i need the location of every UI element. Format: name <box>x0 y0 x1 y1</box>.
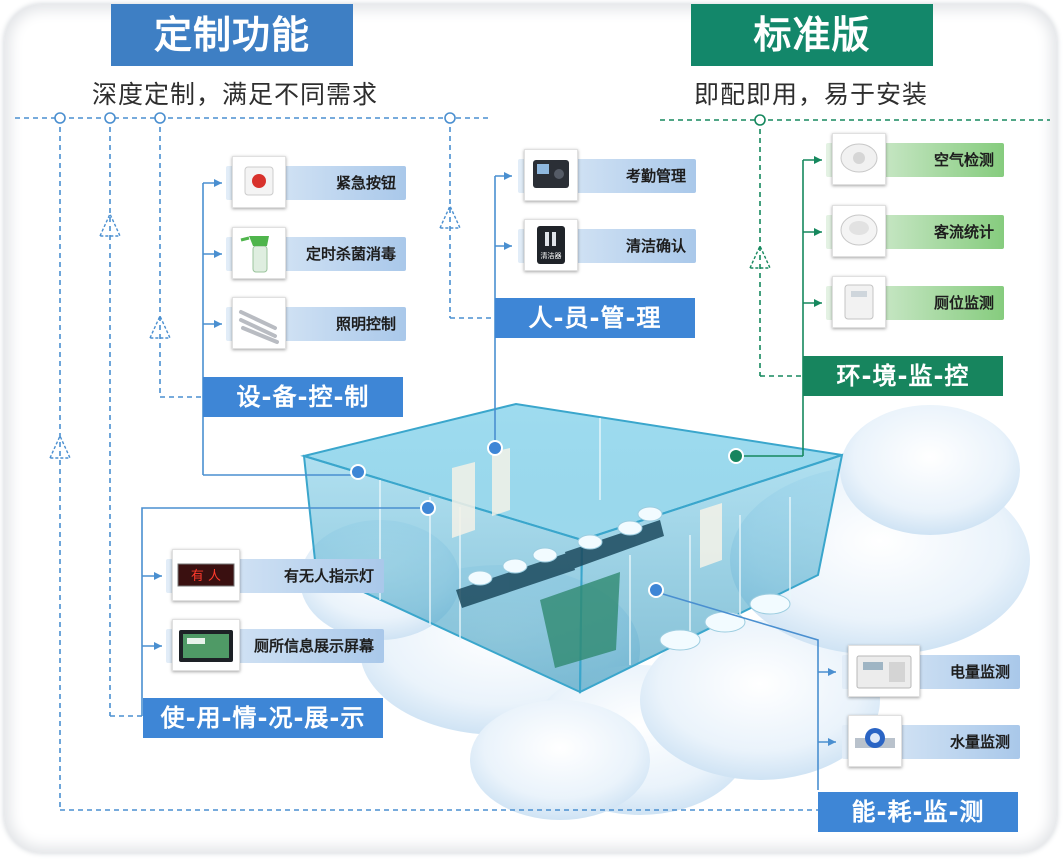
item-power-monitoring: 电量监测 <box>832 645 1020 697</box>
item-air-detection: 空气检测 <box>816 133 1004 185</box>
disinfection-spray-icon <box>232 227 286 279</box>
item-attendance-management: 考勤管理 <box>508 149 696 201</box>
standard-edition-subtitle: 即配即用，易于安装 <box>694 80 929 109</box>
custom-features-subtitle: 深度定制，满足不同需求 <box>92 80 379 109</box>
occupancy-sign-text: 有 人 <box>191 569 221 584</box>
power-meter-icon <box>848 645 920 697</box>
display-screen-icon <box>172 619 240 671</box>
cleaning-device-icon: 清洁器 <box>524 219 578 271</box>
water-monitoring-label: 水量监测 <box>949 733 1010 751</box>
category-device-control: 设-备-控-制 <box>203 377 403 417</box>
power-monitoring-label: 电量监测 <box>949 663 1010 681</box>
custom-features-title: 定制功能 <box>111 4 353 66</box>
standard-edition-title: 标准版 <box>691 4 933 66</box>
cleaning-device-text: 清洁器 <box>541 251 562 260</box>
item-visitor-statistics: 客流统计 <box>816 205 1004 257</box>
water-meter-icon <box>848 715 902 767</box>
item-emergency-button: 紧急按钮 <box>216 156 406 208</box>
category-environment-monitoring: 环-境-监-控 <box>803 356 1003 396</box>
attendance-management-label: 考勤管理 <box>625 167 686 185</box>
cleaning-confirmation-label: 清洁确认 <box>625 237 686 255</box>
dashed-connectors <box>15 117 818 811</box>
emergency-button-icon <box>232 156 286 208</box>
category-usage-display: 使-用-情-况-展-示 <box>143 698 383 738</box>
item-stall-monitoring: 厕位监测 <box>816 276 1004 328</box>
visitor-statistics-label: 客流统计 <box>933 223 994 241</box>
item-water-monitoring: 水量监测 <box>832 715 1020 767</box>
stall-sensor-icon <box>832 276 886 328</box>
air-detection-label: 空气检测 <box>933 151 994 169</box>
emergency-button-label: 紧急按钮 <box>335 174 396 192</box>
location-dots <box>350 440 664 598</box>
stall-monitoring-label: 厕位监测 <box>933 294 994 312</box>
light-tube-icon <box>232 297 286 349</box>
item-cleaning-confirmation: 清洁器 清洁确认 <box>508 219 696 271</box>
air-sensor-icon <box>832 133 886 185</box>
timed-disinfection-label: 定时杀菌消毒 <box>305 245 396 263</box>
category-personnel-management: 人-员-管-理 <box>495 298 695 338</box>
solid-connectors <box>141 175 836 790</box>
people-counter-icon <box>832 205 886 257</box>
occupancy-sign-icon: 有 人 <box>172 549 240 601</box>
item-occupancy-indicator: 有 人 有无人指示灯 <box>156 549 384 601</box>
item-lighting-control: 照明控制 <box>216 297 406 349</box>
restroom-building-illustration <box>300 402 844 694</box>
category-energy-monitoring: 能-耗-监-测 <box>818 792 1018 832</box>
item-info-display-screen: 厕所信息展示屏幕 <box>156 619 384 671</box>
attendance-terminal-icon <box>524 149 578 201</box>
info-display-screen-label: 厕所信息展示屏幕 <box>253 637 374 655</box>
lighting-control-label: 照明控制 <box>335 315 396 333</box>
item-timed-disinfection: 定时杀菌消毒 <box>216 227 406 279</box>
occupancy-indicator-label: 有无人指示灯 <box>283 567 374 585</box>
